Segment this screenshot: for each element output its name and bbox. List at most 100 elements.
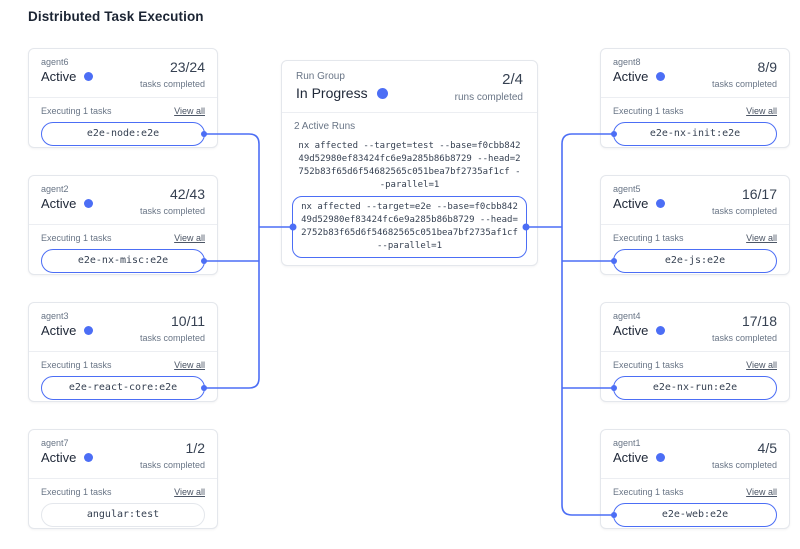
agent-name: agent7 — [41, 438, 69, 448]
run-command: nx affected --target=test --base=f0cbb84… — [298, 141, 521, 190]
agent-card-agent2: agent2 Active 42/43 tasks completed Exec… — [28, 175, 218, 275]
view-all-link[interactable]: View all — [746, 106, 777, 116]
executing-tasks-label: Executing 1 tasks — [613, 360, 684, 370]
agent-name: agent4 — [613, 311, 641, 321]
agents-column-left: agent6 Active 23/24 tasks completed Exec… — [28, 48, 218, 549]
agent-card-footer: Executing 1 tasks View all e2e-react-cor… — [29, 352, 217, 400]
tasks-completed-fraction: 10/11 — [171, 313, 205, 329]
executing-tasks-label: Executing 1 tasks — [41, 487, 112, 497]
task-pill[interactable]: e2e-web:e2e — [613, 503, 777, 527]
view-all-link[interactable]: View all — [174, 360, 205, 370]
agent-card-footer: Executing 1 tasks View all e2e-nx-init:e… — [601, 98, 789, 146]
agent-card-agent3: agent3 Active 10/11 tasks completed Exec… — [28, 302, 218, 402]
agent-name: agent6 — [41, 57, 69, 67]
agent-status-label: Active — [613, 69, 649, 84]
agent-card-header: agent1 Active 4/5 tasks completed — [601, 430, 789, 479]
run-group-body: 2 Active Runs nx affected --target=test … — [282, 113, 537, 258]
run-group-status: In Progress — [296, 85, 388, 101]
view-all-link[interactable]: View all — [174, 106, 205, 116]
task-pill[interactable]: angular:test — [41, 503, 205, 527]
active-status-dot-icon — [656, 72, 666, 81]
agent-card-agent4: agent4 Active 17/18 tasks completed Exec… — [600, 302, 790, 402]
tasks-completed-fraction: 42/43 — [169, 186, 205, 202]
agent-card-footer: Executing 1 tasks View all e2e-node:e2e — [29, 98, 217, 146]
executing-tasks-label: Executing 1 tasks — [41, 106, 112, 116]
executing-tasks-label: Executing 1 tasks — [613, 106, 684, 116]
run-group-label: Run Group — [296, 71, 345, 82]
executing-tasks-label: Executing 1 tasks — [613, 233, 684, 243]
agent-status: Active — [41, 450, 94, 465]
agent-name: agent3 — [41, 311, 69, 321]
active-status-dot-icon — [84, 326, 94, 335]
agent-status-label: Active — [41, 69, 77, 84]
agent-status-label: Active — [41, 323, 77, 338]
executing-tasks-label: Executing 1 tasks — [41, 233, 112, 243]
agent-status: Active — [41, 196, 94, 211]
agent-card-agent5: agent5 Active 16/17 tasks completed Exec… — [600, 175, 790, 275]
agent-card-agent7: agent7 Active 1/2 tasks completed Execut… — [28, 429, 218, 529]
task-pill[interactable]: e2e-js:e2e — [613, 249, 777, 273]
agent-status-label: Active — [41, 196, 77, 211]
agent-name: agent5 — [613, 184, 641, 194]
agent-card-agent6: agent6 Active 23/24 tasks completed Exec… — [28, 48, 218, 148]
tasks-completed-caption: tasks completed — [139, 460, 205, 470]
run-group-header: Run Group In Progress 2/4 runs completed — [282, 61, 537, 113]
tasks-completed-caption: tasks completed — [139, 333, 205, 343]
agent-card-agent1: agent1 Active 4/5 tasks completed Execut… — [600, 429, 790, 529]
agents-column-right: agent8 Active 8/9 tasks completed Execut… — [600, 48, 790, 549]
agent-status: Active — [613, 450, 666, 465]
agent-card-footer: Executing 1 tasks View all e2e-nx-misc:e… — [29, 225, 217, 273]
tasks-completed-caption: tasks completed — [711, 333, 777, 343]
run-group-status-label: In Progress — [296, 85, 368, 101]
task-pill[interactable]: e2e-nx-init:e2e — [613, 122, 777, 146]
agent-status-label: Active — [613, 196, 649, 211]
task-pill[interactable]: e2e-react-core:e2e — [41, 376, 205, 400]
agent-status: Active — [613, 69, 666, 84]
active-status-dot-icon — [84, 72, 94, 81]
tasks-completed-fraction: 16/17 — [741, 186, 777, 202]
tasks-completed-fraction: 17/18 — [741, 313, 777, 329]
view-all-link[interactable]: View all — [174, 233, 205, 243]
view-all-link[interactable]: View all — [746, 487, 777, 497]
agent-card-footer: Executing 1 tasks View all e2e-nx-run:e2… — [601, 352, 789, 400]
task-pill[interactable]: e2e-nx-run:e2e — [613, 376, 777, 400]
tasks-completed-caption: tasks completed — [139, 79, 205, 89]
tasks-completed-caption: tasks completed — [139, 206, 205, 216]
agent-card-header: agent4 Active 17/18 tasks completed — [601, 303, 789, 352]
active-runs-label: 2 Active Runs — [294, 121, 356, 132]
agent-card-header: agent5 Active 16/17 tasks completed — [601, 176, 789, 225]
run-command-active[interactable]: nx affected --target=e2e --base=f0cbb842… — [292, 196, 527, 258]
agent-card-header: agent2 Active 42/43 tasks completed — [29, 176, 217, 225]
agent-name: agent8 — [613, 57, 641, 67]
tasks-completed-caption: tasks completed — [711, 206, 777, 216]
agent-card-header: agent3 Active 10/11 tasks completed — [29, 303, 217, 352]
agent-card-footer: Executing 1 tasks View all angular:test — [29, 479, 217, 527]
active-status-dot-icon — [656, 199, 666, 208]
executing-tasks-label: Executing 1 tasks — [41, 360, 112, 370]
view-all-link[interactable]: View all — [746, 233, 777, 243]
agent-status: Active — [613, 196, 666, 211]
agent-name: agent1 — [613, 438, 641, 448]
active-status-dot-icon — [84, 199, 94, 208]
agent-card-header: agent7 Active 1/2 tasks completed — [29, 430, 217, 479]
tasks-completed-caption: tasks completed — [711, 79, 777, 89]
active-status-dot-icon — [656, 453, 666, 462]
runs-completed-caption: runs completed — [454, 92, 523, 103]
task-pill[interactable]: e2e-nx-misc:e2e — [41, 249, 205, 273]
view-all-link[interactable]: View all — [174, 487, 205, 497]
tasks-completed-fraction: 23/24 — [169, 59, 205, 75]
agent-status: Active — [613, 323, 666, 338]
runs-completed-fraction: 2/4 — [502, 71, 523, 88]
task-pill[interactable]: e2e-node:e2e — [41, 122, 205, 146]
executing-tasks-label: Executing 1 tasks — [613, 487, 684, 497]
view-all-link[interactable]: View all — [746, 360, 777, 370]
agent-card-agent8: agent8 Active 8/9 tasks completed Execut… — [600, 48, 790, 148]
tasks-completed-fraction: 8/9 — [757, 59, 777, 75]
tasks-completed-caption: tasks completed — [711, 460, 777, 470]
tasks-completed-fraction: 1/2 — [185, 440, 205, 456]
active-status-dot-icon — [656, 326, 666, 335]
agent-status-label: Active — [613, 323, 649, 338]
agent-status-label: Active — [41, 450, 77, 465]
agent-card-header: agent6 Active 23/24 tasks completed — [29, 49, 217, 98]
